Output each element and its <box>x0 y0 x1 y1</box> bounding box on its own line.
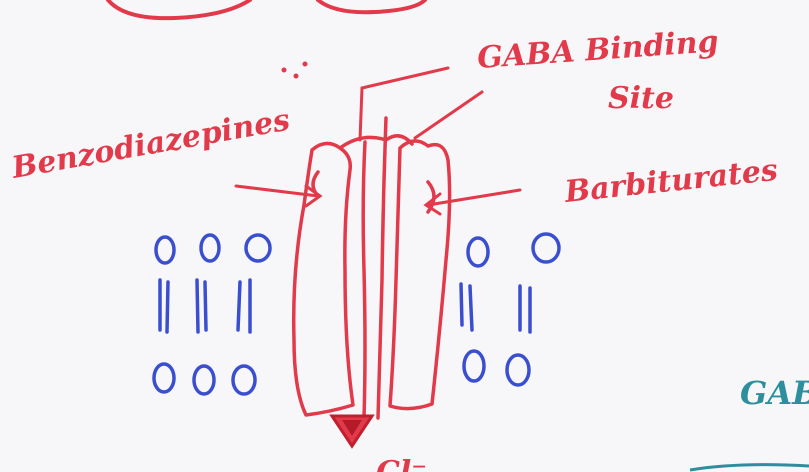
channel-wall-right <box>378 118 386 418</box>
right-membrane-lipids <box>461 234 559 385</box>
barbiturates-label: Barbiturates <box>562 153 779 210</box>
drug-binding-arrows <box>236 186 520 214</box>
partial-annotation-stroke <box>690 465 809 470</box>
barbiturate-arrow <box>428 190 520 205</box>
gaba-receptor-channel <box>294 118 450 418</box>
right-receptor-subunit <box>390 141 450 409</box>
gaba-binding-label-line1: GABA Binding <box>476 24 720 76</box>
ink-dots <box>282 62 308 79</box>
gaba-binding-label-line2: Site <box>608 81 674 116</box>
partial-annotation-text: GAB <box>740 374 809 412</box>
left-membrane-lipids <box>154 235 270 394</box>
gaba-pointer-lines <box>360 68 482 140</box>
benzodiazepines-label: Benzodiazepines <box>8 103 292 187</box>
chloride-ion-label: Cl⁻ <box>376 455 427 472</box>
chloride-flow-arrowhead <box>332 416 372 446</box>
top-partial-shapes <box>108 0 425 18</box>
left-receptor-subunit <box>294 143 353 415</box>
channel-wall-left <box>363 142 365 418</box>
